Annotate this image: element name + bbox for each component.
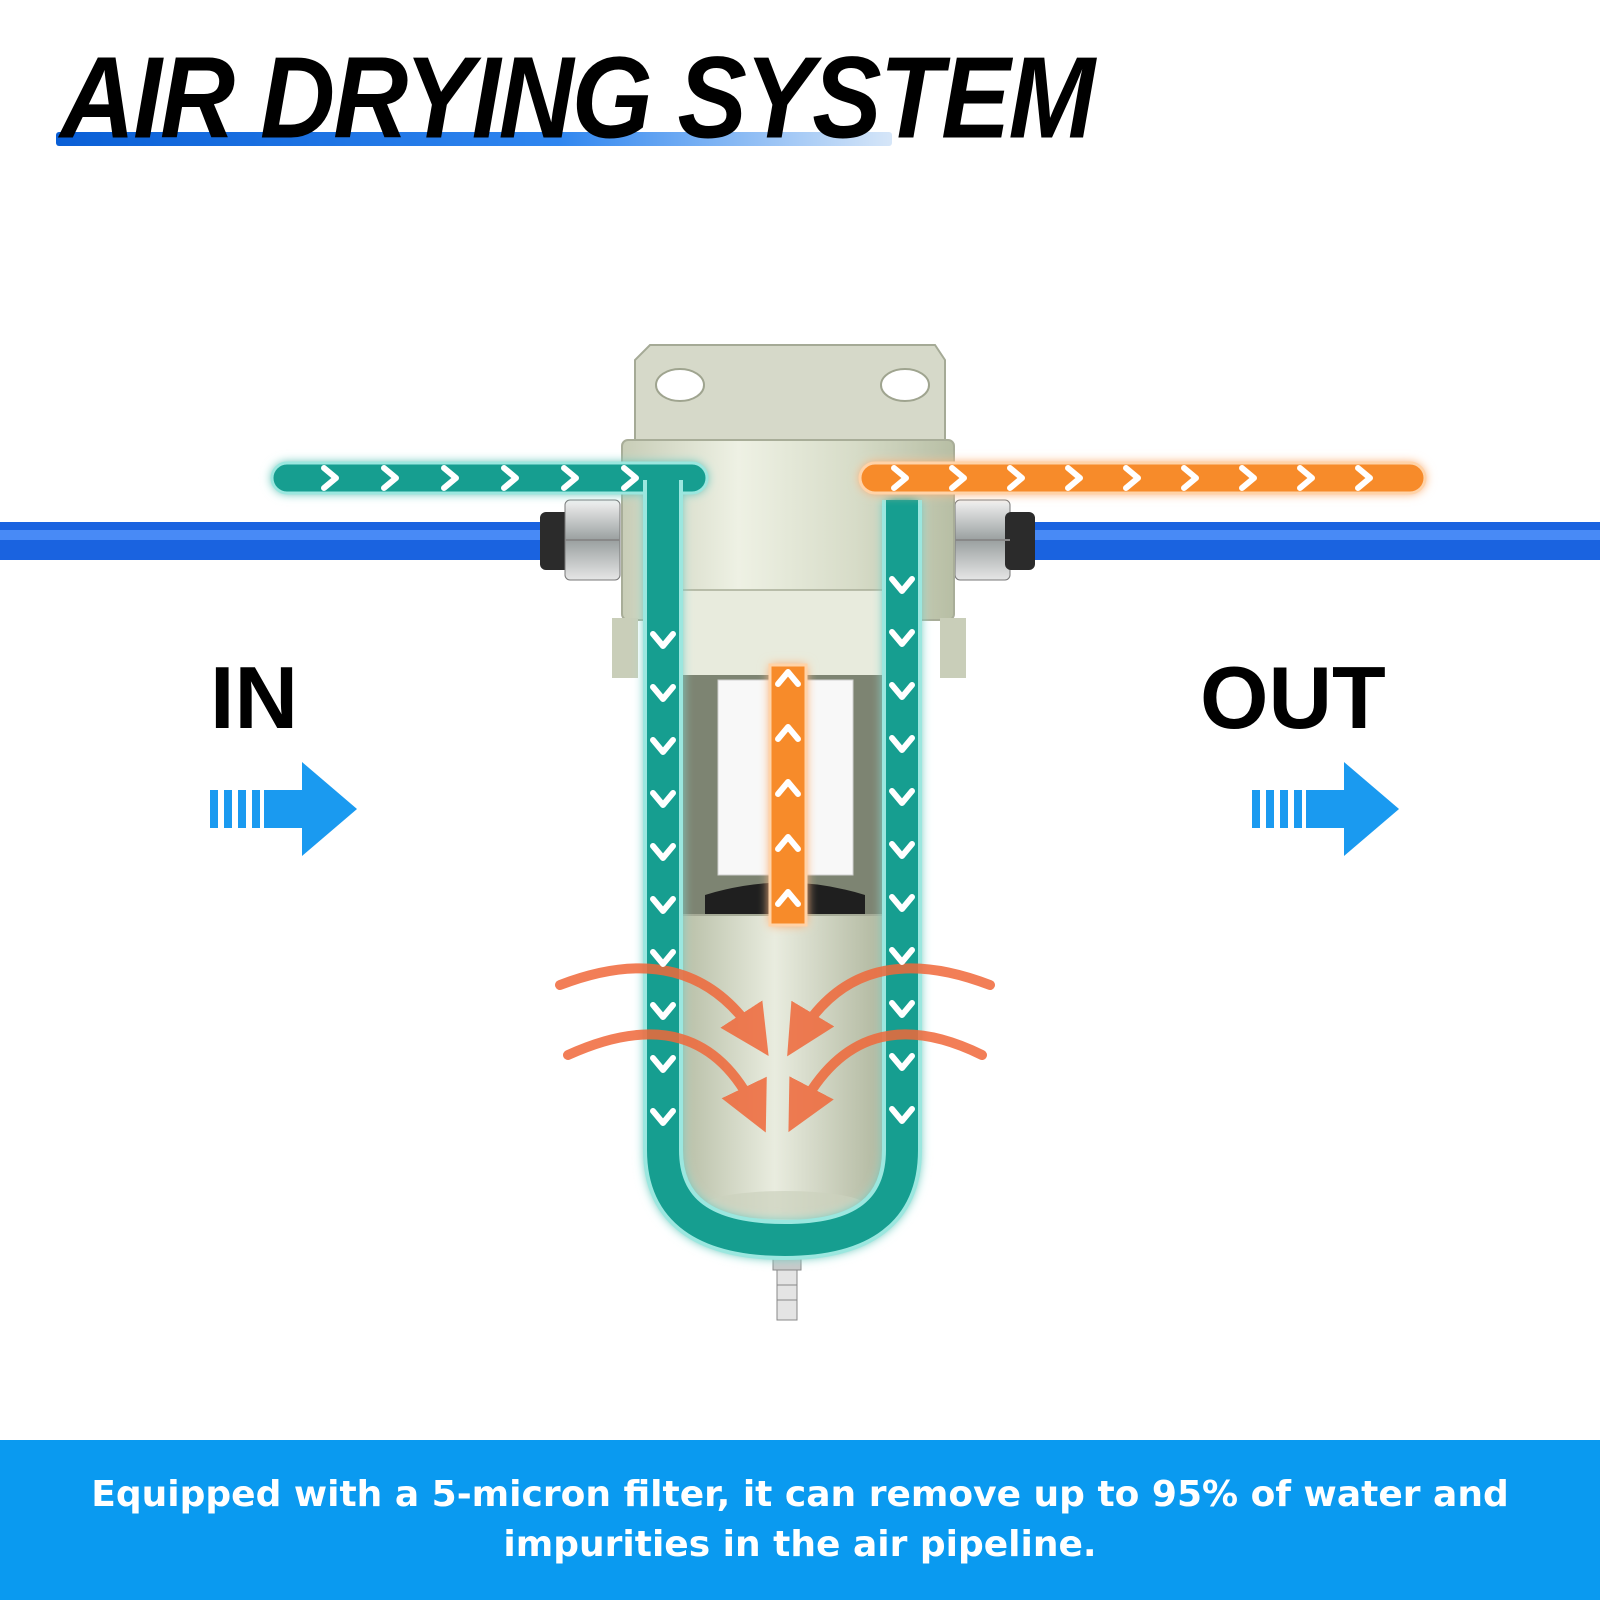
flow-chevron-icon (949, 465, 967, 491)
flow-chevron-icon (775, 669, 801, 687)
flow-chevron-icon (621, 465, 639, 491)
flow-chevron-icon (501, 465, 519, 491)
footer-text: Equipped with a 5-micron filter, it can … (91, 1474, 1509, 1565)
outlet-fitting (954, 499, 1035, 581)
filter-bowl (681, 914, 889, 1230)
flow-chevron-icon (650, 1002, 676, 1020)
flow-chevron-icon (650, 1108, 676, 1126)
flow-chevron-icon (650, 684, 676, 702)
in-label: IN (210, 648, 298, 747)
flow-chevron-icon (889, 682, 915, 700)
flow-chevron-icon (321, 465, 339, 491)
title-block: AIR DRYING SYSTEM (56, 40, 1095, 156)
outlet-pipe (1010, 522, 1600, 560)
inlet-pipe (0, 522, 560, 560)
flow-chevron-icon (775, 834, 801, 852)
direction-arrow-icon (1252, 762, 1399, 856)
flow-chevron-icon (1181, 465, 1199, 491)
flow-chevron-icon (1355, 465, 1373, 491)
flow-chevron-icon (775, 724, 801, 742)
flow-chevron-icon (775, 779, 801, 797)
flow-chevron-icon (441, 465, 459, 491)
inlet-fitting (540, 499, 621, 581)
flow-chevron-icon (1007, 465, 1025, 491)
mounting-bracket (634, 344, 946, 451)
flow-chevron-icon (889, 629, 915, 647)
flow-chevron-icon (650, 896, 676, 914)
flow-chevron-icon (889, 894, 915, 912)
flow-chevron-icon (889, 1106, 915, 1124)
title-underline (56, 132, 892, 146)
flow-chevron-icon (650, 843, 676, 861)
flow-chevron-icon (561, 465, 579, 491)
flow-chevron-icon (1297, 465, 1315, 491)
flow-chevron-icon (889, 576, 915, 594)
flow-chevron-icon (775, 889, 801, 907)
flow-chevron-icon (891, 465, 909, 491)
flow-chevron-icon (889, 1053, 915, 1071)
flow-chevron-icon (889, 1000, 915, 1018)
flow-chevron-icon (889, 788, 915, 806)
page-title: AIR DRYING SYSTEM (60, 33, 1095, 164)
flow-chevron-icon (650, 631, 676, 649)
drain-valve (772, 1249, 802, 1321)
moisture-arrows (555, 963, 995, 1133)
direction-arrow-icon (210, 762, 357, 856)
flow-chevron-icon (889, 735, 915, 753)
flow-chevron-icon (1123, 465, 1141, 491)
filter-diagram (0, 344, 1600, 1321)
flow-chevron-icon (650, 949, 676, 967)
flow-chevron-icon (889, 947, 915, 965)
inflow-path (270, 461, 922, 1260)
flow-chevron-icon (650, 790, 676, 808)
out-label: OUT (1200, 648, 1386, 747)
flow-chevron-icon (1065, 465, 1083, 491)
flow-chevron-icon (1239, 465, 1257, 491)
flow-chevron-icon (889, 841, 915, 859)
flow-chevron-icon (381, 465, 399, 491)
flow-chevron-icon (650, 737, 676, 755)
flow-chevrons (321, 465, 1373, 1126)
flow-chevron-icon (650, 1055, 676, 1073)
footer-banner: Equipped with a 5-micron filter, it can … (0, 1440, 1600, 1600)
